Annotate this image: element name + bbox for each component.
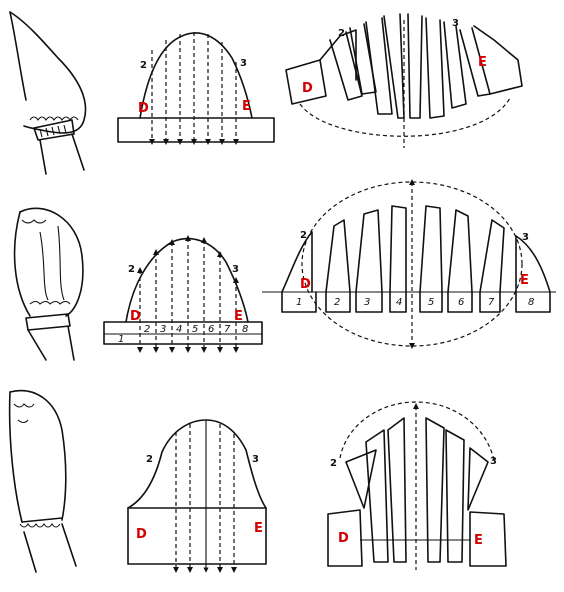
sleeve-pattern-2: 1 2 3 4 5 6 7 8 2 3 D E [103, 235, 263, 353]
row-2-full-puff-sleeve: 1 2 3 4 5 6 7 8 2 3 D E 1 2 [13, 179, 556, 361]
section-7-label: 7 [224, 324, 231, 335]
section-7-label: 7 [488, 297, 495, 308]
section-3-label: 3 [160, 324, 166, 335]
point-2-label: 2 [338, 28, 345, 39]
row-3-gathered-cap-sleeve: 2 3 D E 2 3 D E [8, 389, 507, 573]
seam-d-label: D [302, 81, 313, 96]
section-6-label: 6 [458, 297, 464, 308]
point-2-label: 2 [300, 230, 307, 241]
point-3-label: 3 [522, 232, 529, 243]
section-5-label: 5 [192, 324, 198, 335]
sleeve-pattern-3: 2 3 D E [127, 419, 267, 573]
section-3-label: 3 [364, 297, 370, 308]
point-3-label: 3 [490, 456, 497, 467]
section-1-label: 1 [296, 297, 302, 308]
section-2-label: 2 [144, 324, 150, 335]
row-1-puff-cap-sleeve: 2 3 D E 2 3 D E [9, 11, 523, 175]
point-3-label: 3 [452, 18, 459, 29]
point-3-label: 3 [240, 58, 247, 69]
slashed-pattern-1: 2 3 D E [285, 13, 523, 148]
section-8-label: 8 [528, 297, 534, 308]
sleeve-illustration-2 [13, 207, 84, 361]
seam-d-label: D [338, 531, 349, 546]
section-4-label: 4 [176, 324, 182, 335]
seam-d-label: D [138, 101, 149, 116]
section-6-label: 6 [208, 324, 214, 335]
seam-e-label: E [520, 273, 529, 288]
point-2-label: 2 [330, 458, 337, 469]
seam-e-label: E [474, 533, 483, 548]
seam-d-label: D [300, 277, 311, 292]
seam-e-label: E [478, 55, 487, 70]
seam-d-label: D [136, 527, 147, 542]
sleeve-pattern-1: 2 3 D E [117, 32, 275, 145]
seam-e-label: E [254, 521, 263, 536]
point-2-label: 2 [140, 60, 147, 71]
section-8-label: 8 [242, 324, 248, 335]
sleeve-illustration-3 [8, 389, 77, 573]
seam-e-label: E [234, 309, 243, 324]
section-2-label: 2 [334, 297, 340, 308]
section-4-label: 4 [396, 297, 402, 308]
sleeve-illustration-1 [9, 11, 87, 175]
seam-d-label: D [130, 309, 141, 324]
point-3-label: 3 [252, 454, 259, 465]
slashed-pattern-3: 2 3 D E [327, 401, 507, 570]
slashed-pattern-2: 1 2 3 4 5 6 7 8 2 3 D E [262, 179, 556, 349]
point-2-label: 2 [146, 454, 153, 465]
section-5-label: 5 [428, 297, 434, 308]
section-1-label: 1 [118, 334, 124, 345]
point-3-label: 3 [232, 264, 239, 275]
seam-e-label: E [242, 99, 251, 114]
point-2-label: 2 [128, 264, 135, 275]
